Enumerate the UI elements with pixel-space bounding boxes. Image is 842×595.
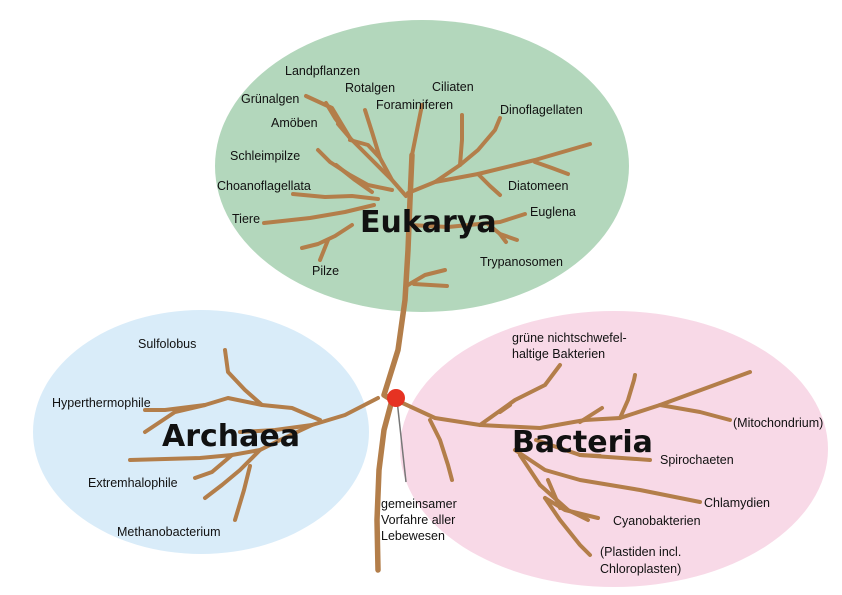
label-ancestor-line3: Lebewesen: [381, 529, 445, 543]
ancestor-pointer-line: [396, 399, 407, 483]
label-ciliaten: Ciliaten: [432, 80, 474, 94]
label-extremhalophile: Extremhalophile: [88, 476, 178, 490]
bacteria-region: [400, 311, 828, 587]
eukarya-title: Eukarya: [360, 205, 497, 240]
common-ancestor-dot: [387, 389, 405, 407]
label-ancestor-line2: Vorfahre aller: [381, 513, 455, 527]
label-trypanosomen: Trypanosomen: [480, 255, 563, 269]
trunk: [374, 152, 415, 573]
label-dinoflagellaten: Dinoflagellaten: [500, 103, 583, 117]
eukarya-branches: [262, 94, 592, 288]
label-mitochondrium: (Mitochondrium): [733, 416, 823, 430]
label-gruenalgen: Grünalgen: [241, 92, 299, 106]
label-landpflanzen: Landpflanzen: [285, 64, 360, 78]
archaea-title: Archaea: [162, 419, 300, 454]
bacteria-title: Bacteria: [512, 425, 653, 460]
label-schleimpilze: Schleimpilze: [230, 149, 300, 163]
bacteria-branches: [394, 363, 752, 557]
label-hyperthermophile: Hyperthermophile: [52, 396, 151, 410]
label-pilze: Pilze: [312, 264, 339, 278]
label-tiere: Tiere: [232, 212, 260, 226]
label-plastiden-line2: Chloroplasten): [600, 562, 681, 576]
label-gruene-bakterien-line2: haltige Bakterien: [512, 347, 605, 361]
archaea-branches: [128, 348, 380, 522]
label-chlamydien: Chlamydien: [704, 496, 770, 510]
eukarya-region: [215, 20, 629, 312]
label-methanobacterium: Methanobacterium: [117, 525, 221, 539]
label-rotalgen: Rotalgen: [345, 81, 395, 95]
label-gruene-bakterien-line1: grüne nichtschwefel-: [512, 331, 627, 345]
label-ancestor-line1: gemeinsamer: [381, 497, 457, 511]
label-euglena: Euglena: [530, 205, 576, 219]
label-diatomeen: Diatomeen: [508, 179, 568, 193]
label-foraminiferen: Foraminiferen: [376, 98, 453, 112]
label-amoeben: Amöben: [271, 116, 318, 130]
label-choanoflagellata: Choanoflagellata: [217, 179, 311, 193]
label-spirochaeten: Spirochaeten: [660, 453, 734, 467]
label-plastiden-line1: (Plastiden incl.: [600, 545, 681, 559]
label-sulfolobus: Sulfolobus: [138, 337, 196, 351]
archaea-region: [33, 310, 369, 554]
label-cyanobakterien: Cyanobakterien: [613, 514, 701, 528]
